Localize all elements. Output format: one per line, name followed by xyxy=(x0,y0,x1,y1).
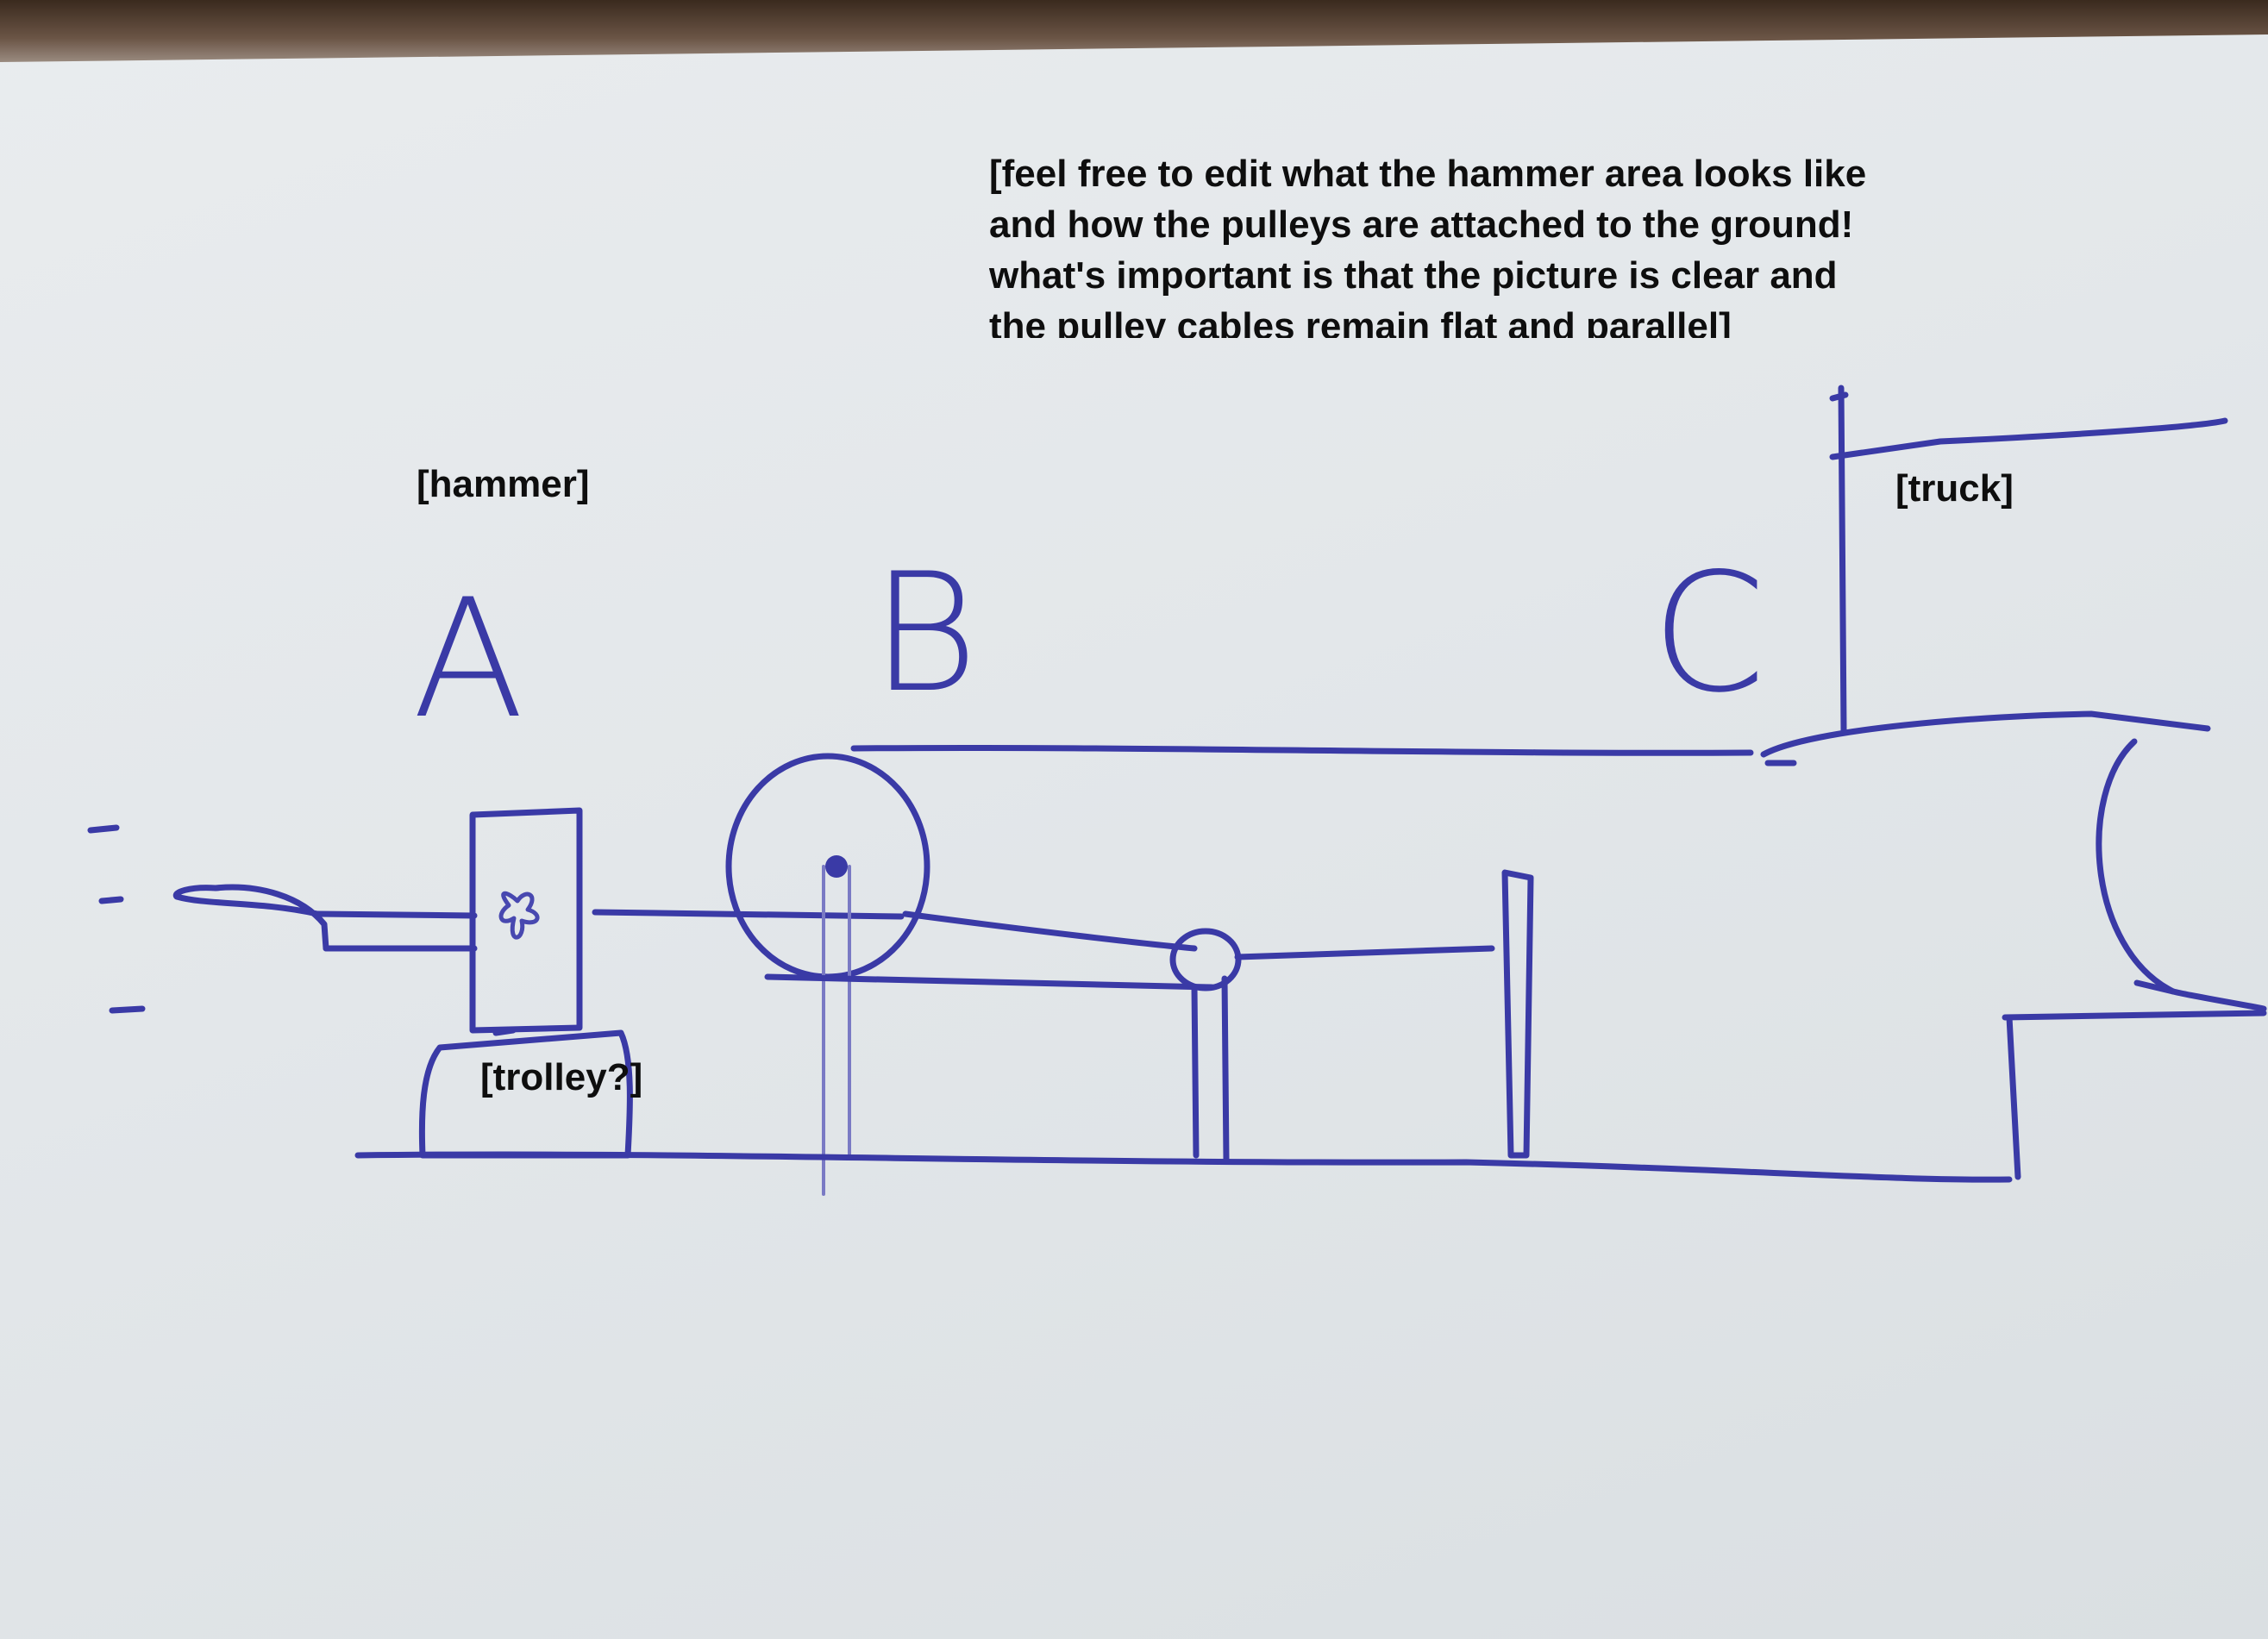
instruction-line: and how the pulleys are attached to the … xyxy=(989,203,1854,246)
truck-wheel-base xyxy=(2133,979,2267,1012)
truck-bed xyxy=(1760,710,2211,758)
instruction-line: what's important is that the picture is … xyxy=(989,254,1838,297)
anchor-post xyxy=(1501,869,1534,1159)
label-a: A xyxy=(412,564,524,754)
truck-annotation: [truck] xyxy=(1895,467,2014,510)
cable-small-to-anchor xyxy=(1234,945,1495,960)
instruction-line: [feel free to edit what the hammer area … xyxy=(989,153,1867,195)
motion-line xyxy=(98,896,124,904)
hammer-drawing xyxy=(172,807,583,1034)
hammer-handle-top xyxy=(314,910,478,919)
truck-bumper xyxy=(2002,1010,2267,1021)
trolley-link xyxy=(492,1027,517,1036)
pulley-small-post-left xyxy=(1191,984,1200,1159)
truck-rear xyxy=(2006,1014,2021,1180)
truck-pole-top xyxy=(1829,391,1849,402)
pulley-small-wheel xyxy=(1169,928,1242,992)
truck-pole xyxy=(1838,385,1847,734)
hammer-emblem xyxy=(498,891,540,940)
label-c: C xyxy=(1651,538,1766,729)
label-b: B xyxy=(871,538,979,729)
truck-top-line xyxy=(1829,417,2228,460)
pulley-b-axle xyxy=(825,855,848,878)
hammer-annotation: [hammer] xyxy=(417,463,590,505)
instruction-note: [feel free to edit what the hammer area … xyxy=(989,148,1938,338)
cable-top-b-to-c xyxy=(850,744,1754,756)
cable-mid-b xyxy=(902,910,1198,952)
truck-wheel-arc xyxy=(2096,738,2177,995)
trolley-annotation: [trolley?] xyxy=(480,1056,643,1098)
pulley-b xyxy=(725,753,930,1196)
truck-drawing xyxy=(1760,385,2267,1180)
pulley-small xyxy=(1169,928,1242,1163)
motion-line xyxy=(87,824,120,834)
ground-line xyxy=(354,1151,2013,1183)
motion-line xyxy=(109,1005,146,1014)
motion-lines xyxy=(87,824,146,1014)
hammer-head xyxy=(172,884,329,952)
instruction-line: the pulley cables remain flat and parall… xyxy=(989,305,1732,338)
hammer-block xyxy=(469,807,583,1034)
cable-hammer-to-b xyxy=(592,909,905,920)
pulley-small-post-right xyxy=(1221,975,1230,1163)
cable-lower-b xyxy=(764,973,1215,991)
